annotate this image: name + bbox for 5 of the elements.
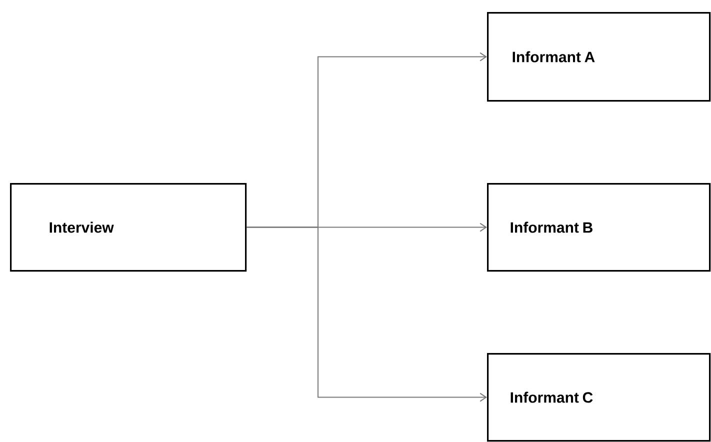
- process-box: Informant A: [487, 12, 711, 102]
- process-box: Interview: [10, 183, 247, 272]
- process-box: Informant C: [487, 353, 711, 442]
- arrow: [246, 226, 487, 402]
- process-box: Informant B: [487, 183, 711, 272]
